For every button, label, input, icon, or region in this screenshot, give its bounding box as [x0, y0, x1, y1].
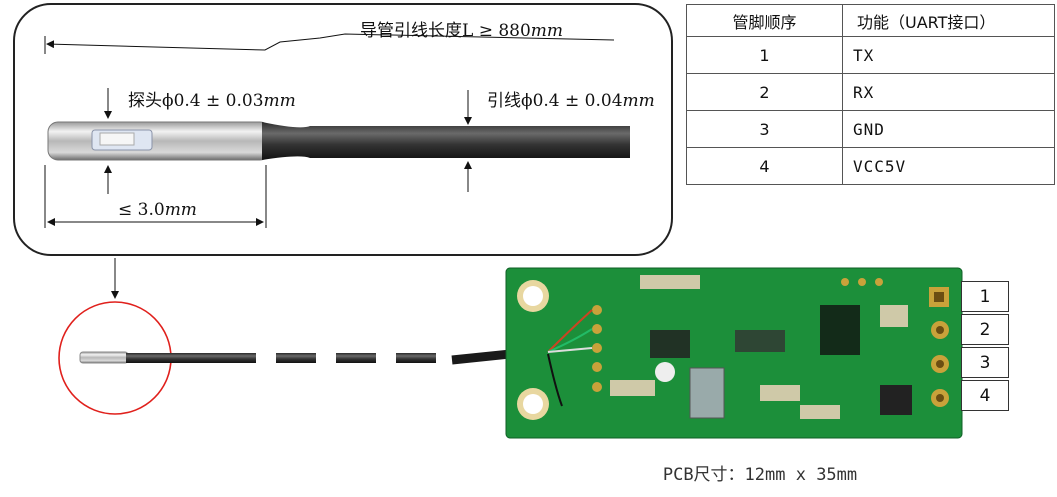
wire-diameter-label: 引线ϕ0.4 ± 0.04mm: [487, 91, 655, 111]
probe-diameter-label: 探头ϕ0.4 ± 0.03mm: [128, 91, 296, 111]
table-cell-function: RX: [842, 73, 1055, 111]
pcb-board: [505, 267, 963, 439]
table-row: 3 GND: [686, 110, 1055, 148]
probe-tube-zoom: [47, 121, 630, 161]
lead-length-label: 导管引线长度L ≥ 880mm: [360, 21, 564, 41]
lead-length-dimension: [44, 33, 615, 54]
table-header-row: 管脚顺序 功能（UART接口）: [686, 4, 1055, 37]
table-header-function: 功能（UART接口）: [842, 4, 1055, 37]
pin-function-table: 管脚顺序 功能（UART接口） 1 TX 2 RX 3 GND 4 VCC5V: [686, 4, 1055, 185]
probe-overview: [58, 301, 549, 415]
table-cell-function: GND: [842, 110, 1055, 148]
table-cell-pin: 4: [686, 147, 843, 185]
table-row: 2 RX: [686, 73, 1055, 111]
pcb-pin-label-3: 3: [961, 347, 1009, 378]
pcb-pin-label-1: 1: [961, 281, 1009, 312]
probe-length-label: ≤ 3.0mm: [118, 200, 197, 220]
pcb-size-caption: PCB尺寸：12mm x 35mm: [662, 465, 858, 485]
table-cell-pin: 1: [686, 36, 843, 74]
table-header-pin: 管脚顺序: [686, 4, 843, 37]
table-row: 4 VCC5V: [686, 147, 1055, 185]
table-cell-function: TX: [842, 36, 1055, 74]
table-cell-function: VCC5V: [842, 147, 1055, 185]
table-row: 1 TX: [686, 36, 1055, 74]
pcb-pin-label-2: 2: [961, 314, 1009, 345]
table-cell-pin: 3: [686, 110, 843, 148]
table-cell-pin: 2: [686, 73, 843, 111]
pcb-pin-label-4: 4: [961, 380, 1009, 411]
probe-length-dimension: [44, 165, 267, 228]
